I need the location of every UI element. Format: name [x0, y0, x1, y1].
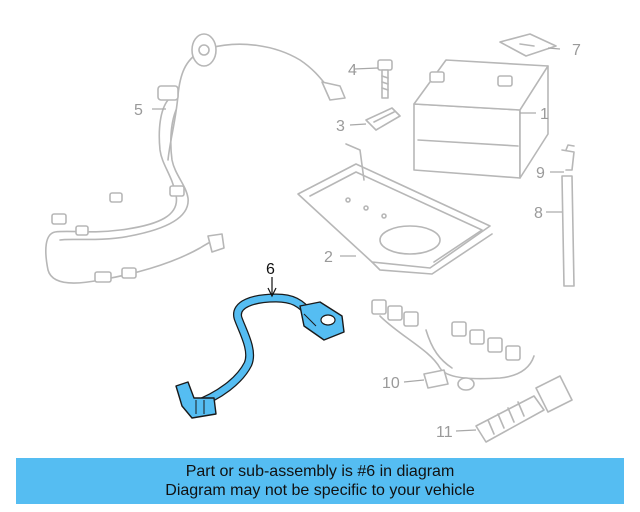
- part-3-clamp[interactable]: [365, 107, 401, 131]
- banner-line-2: Diagram may not be specific to your vehi…: [165, 482, 475, 499]
- callout-6: 6: [266, 261, 275, 278]
- part-11-grommet[interactable]: [475, 375, 573, 443]
- callout-1: 1: [540, 106, 549, 123]
- callout-10: 10: [382, 375, 400, 392]
- callout-7: 7: [572, 42, 581, 59]
- part-6-ground-cable[interactable]: [175, 293, 345, 419]
- part-4-bolt[interactable]: [377, 59, 393, 99]
- info-banner: Part or sub-assembly is #6 in diagram Di…: [16, 458, 624, 504]
- callout-5: 5: [134, 102, 143, 119]
- leader-lines: [152, 47, 564, 432]
- part-9-vent-elbow[interactable]: [561, 144, 575, 171]
- part-5-cable-harness[interactable]: [45, 33, 346, 284]
- callout-4: 4: [348, 62, 357, 79]
- callout-8: 8: [534, 205, 543, 222]
- part-1-battery[interactable]: [413, 59, 549, 179]
- callout-2: 2: [324, 249, 333, 266]
- banner-line-1: Part or sub-assembly is #6 in diagram: [185, 463, 455, 480]
- part-10-connector-harness[interactable]: [371, 299, 535, 391]
- part-7-cover[interactable]: [499, 33, 557, 57]
- callout-11: 11: [436, 424, 453, 441]
- callout-3: 3: [336, 118, 345, 135]
- callout-9: 9: [536, 165, 545, 182]
- part-2-tray[interactable]: [297, 143, 493, 275]
- part-8-vent-tube[interactable]: [561, 175, 575, 287]
